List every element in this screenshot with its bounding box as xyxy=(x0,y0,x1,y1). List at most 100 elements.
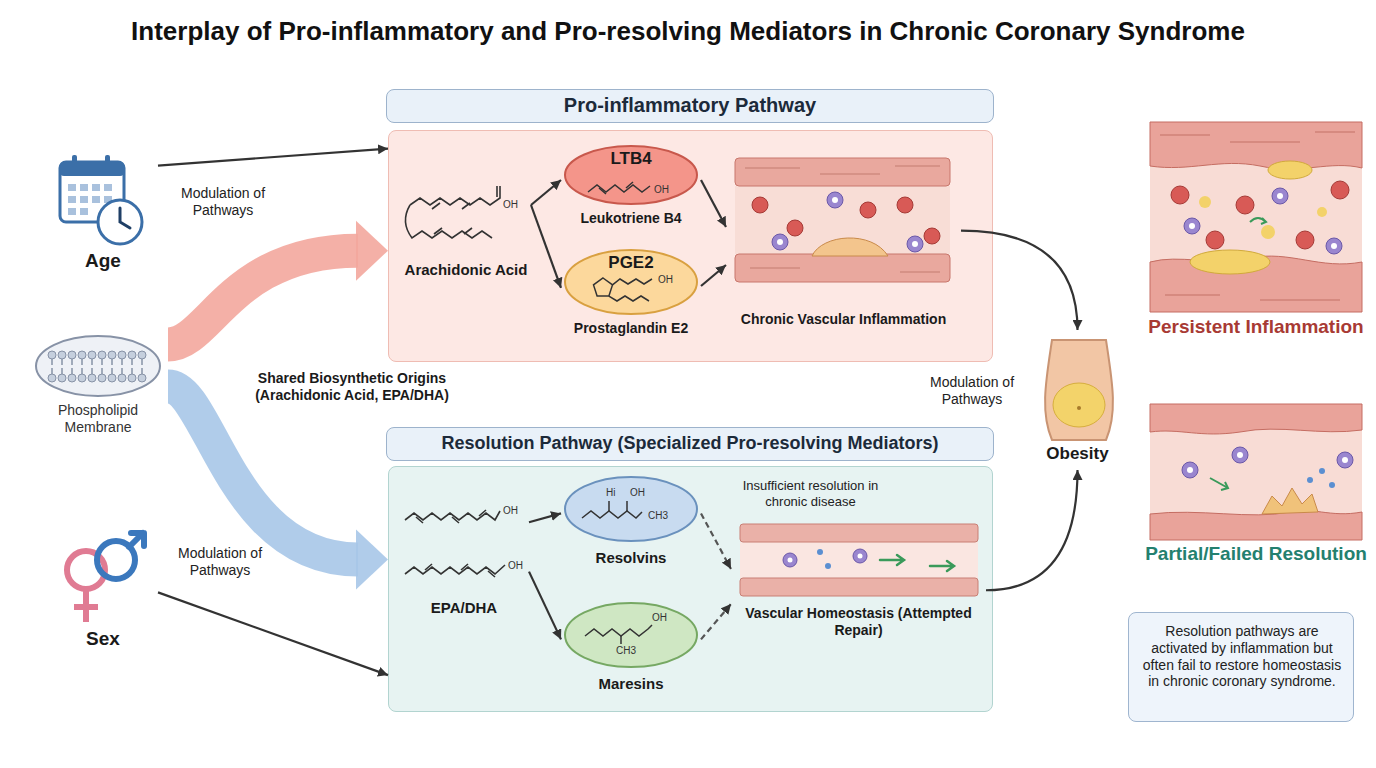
membrane-icon xyxy=(88,351,96,359)
atom-label: OH xyxy=(503,505,527,517)
inflamed-vessel xyxy=(735,254,950,282)
failed-resolution-vessel xyxy=(1150,404,1362,434)
inflamed-vessel xyxy=(752,197,768,213)
node-label-holder: Chronic Vascular Inflammation xyxy=(726,311,961,328)
repair-vessel xyxy=(740,524,978,542)
age-icon xyxy=(98,200,142,244)
note-box: Resolution pathways are activated by inf… xyxy=(1128,612,1354,722)
connector-arrow xyxy=(531,180,561,205)
age-icon xyxy=(60,162,124,176)
failed-resolution-vessel xyxy=(1182,462,1198,478)
persistent-inflammation-vessel xyxy=(1277,193,1283,199)
edge-label-holder: Insufficient resolution in chronic disea… xyxy=(728,478,893,509)
mediator-ellipse: LTB4Leukotriene B4 xyxy=(561,144,701,234)
mediator-name: Maresins xyxy=(561,675,701,693)
persistent-inflammation-vessel xyxy=(1150,256,1362,312)
inflamed-vessel xyxy=(827,192,843,208)
ellipse-shape xyxy=(565,477,697,541)
vessel-node: Chronic Vascular Inflammation xyxy=(726,151,961,332)
repair-vessel xyxy=(740,542,978,578)
persistent-inflammation-vessel xyxy=(1331,181,1349,199)
ellipse-shape xyxy=(565,603,697,667)
repair-vessel xyxy=(783,553,797,567)
failed-resolution-vessel xyxy=(1319,468,1325,474)
failed-resolution-vessel xyxy=(1337,452,1353,468)
atom-label: CH3 xyxy=(648,510,676,522)
persistent-inflammation-vessel xyxy=(1184,218,1200,234)
inflamed-vessel xyxy=(912,241,918,247)
node-label: Age xyxy=(48,250,158,273)
maresin-molecule xyxy=(585,625,652,644)
mediator-abbrev: LTB4 xyxy=(561,149,701,169)
diagram-title: Interplay of Pro-inflammatory and Pro-re… xyxy=(0,16,1376,47)
pge2-molecule xyxy=(613,279,653,285)
edge-label: Modulation of Pathways xyxy=(165,545,275,579)
age-icon xyxy=(120,208,130,228)
mediator-abbrev: PGE2 xyxy=(561,253,701,273)
arachidonic-acid-molecule xyxy=(496,186,498,197)
atom-label-holder: OH xyxy=(658,274,682,286)
membrane-icon xyxy=(58,351,66,359)
persistent-inflammation-vessel xyxy=(1236,196,1254,214)
annotation-text-holder: Shared Biosynthetic Origins (Arachidonic… xyxy=(236,370,468,404)
age-icon xyxy=(104,196,112,203)
inflamed-vessel xyxy=(735,158,950,282)
node-label: Sex xyxy=(48,628,158,651)
atom-label-holder: OH xyxy=(503,199,527,211)
inflamed-vessel xyxy=(735,186,950,254)
connector-arrow xyxy=(158,149,388,166)
age-icon xyxy=(60,155,142,244)
membrane-icon xyxy=(78,351,86,359)
membrane-icon xyxy=(118,374,126,382)
repair-vessel xyxy=(788,558,793,563)
pathway-arrow-body xyxy=(168,386,358,559)
annotation-text: Shared Biosynthetic Origins (Arachidonic… xyxy=(236,370,468,404)
resolvin-molecule xyxy=(582,511,642,518)
persistent-inflammation-vessel xyxy=(1331,243,1337,249)
age-icon xyxy=(80,208,88,215)
mediator-name-holder: Maresins xyxy=(561,675,701,693)
atom-label-holder: Hi xyxy=(606,487,626,499)
membrane-icon xyxy=(108,351,116,359)
pathway-arrow-body xyxy=(168,251,358,345)
age-icon xyxy=(92,196,100,203)
ltb4-molecule xyxy=(588,185,650,192)
failed-resolution-vessel xyxy=(1210,478,1228,490)
membrane-icon xyxy=(36,336,160,396)
arachidonic-acid-molecule xyxy=(434,228,472,234)
epa-dha-molecules xyxy=(405,511,500,520)
obesity-torso xyxy=(1045,340,1113,440)
pathway-panel: Pro-inflammatory PathwayArachidonic Acid… xyxy=(388,130,993,362)
resolvin-molecule xyxy=(582,501,642,518)
node-label-holder: Obesity xyxy=(1030,444,1125,464)
repair-vessel xyxy=(858,554,863,559)
obesity-torso xyxy=(1053,383,1105,427)
persistent-inflammation-vessel xyxy=(1190,250,1270,274)
atom-label: Hi xyxy=(606,487,626,499)
node-label: EPA/DHA xyxy=(399,599,529,617)
panel-heading: Pro-inflammatory Pathway xyxy=(386,89,994,123)
connector-arrow xyxy=(158,592,388,675)
failed-resolution-vessel xyxy=(1150,425,1362,517)
dashed-connector xyxy=(701,513,731,569)
failed-resolution-vessel xyxy=(1237,452,1243,458)
node-label-holder: Phospholipid Membrane xyxy=(28,402,168,436)
mediator-ellipse: PGE2Prostaglandin E2 xyxy=(561,248,701,343)
membrane-icon xyxy=(36,336,160,396)
membrane-icon xyxy=(48,351,56,359)
ltb4-molecule xyxy=(599,182,633,194)
persistent-inflammation-vessel xyxy=(1171,186,1189,204)
obesity-node: Obesity xyxy=(1030,330,1125,470)
sex-icon xyxy=(129,533,144,547)
atom-label-holder: OH xyxy=(503,505,527,517)
membrane-icon xyxy=(138,374,146,382)
icon-node: Age xyxy=(48,150,158,280)
inflamed-vessel xyxy=(777,239,783,245)
sex-icon xyxy=(74,589,98,622)
edge-label-holder: Modulation of Pathways xyxy=(168,185,278,219)
persistent-inflammation-vessel xyxy=(1206,231,1224,249)
outcome-node: Partial/Failed Resolution xyxy=(1145,400,1367,595)
atom-label: OH xyxy=(652,612,676,624)
outcome-label-holder: Partial/Failed Resolution xyxy=(1145,543,1367,566)
